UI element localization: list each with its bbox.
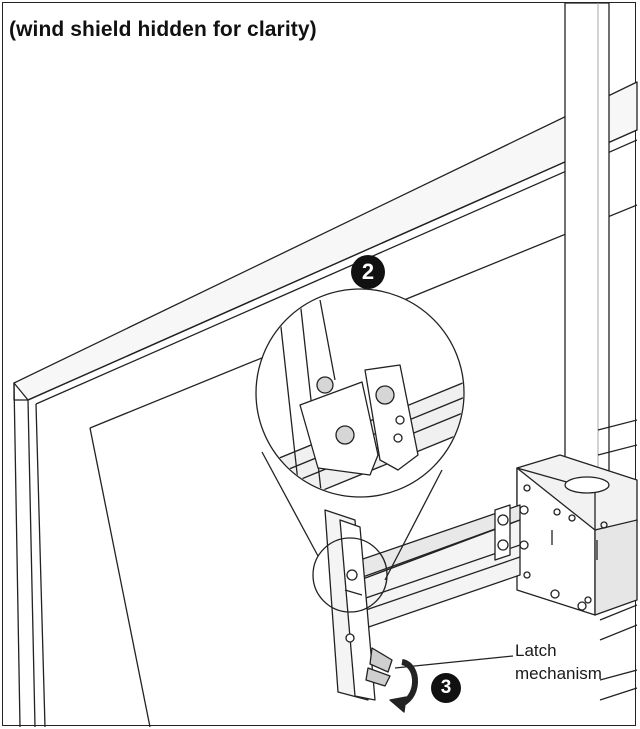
magnifier-line-left [261, 451, 319, 557]
latch-leader-line [394, 655, 514, 669]
vertical-pole [564, 2, 610, 494]
pole-bracket [516, 454, 638, 616]
step-3-badge: 3 [431, 673, 461, 703]
rotation-arrow-head [389, 696, 407, 713]
latch-label-line2: mechanism [515, 664, 602, 683]
latch-label-line1: Latch [515, 641, 557, 660]
horizontal-rails [359, 419, 638, 701]
panel-frame [13, 81, 638, 728]
magnifier-line-right [384, 469, 443, 581]
hinge-bracket [324, 509, 393, 701]
magnified-detail [255, 288, 465, 498]
latch-mechanism-label: Latch mechanism [515, 639, 602, 685]
caption-wind-shield-note: (wind shield hidden for clarity) [9, 18, 317, 41]
step-2-badge: 2 [351, 255, 385, 289]
